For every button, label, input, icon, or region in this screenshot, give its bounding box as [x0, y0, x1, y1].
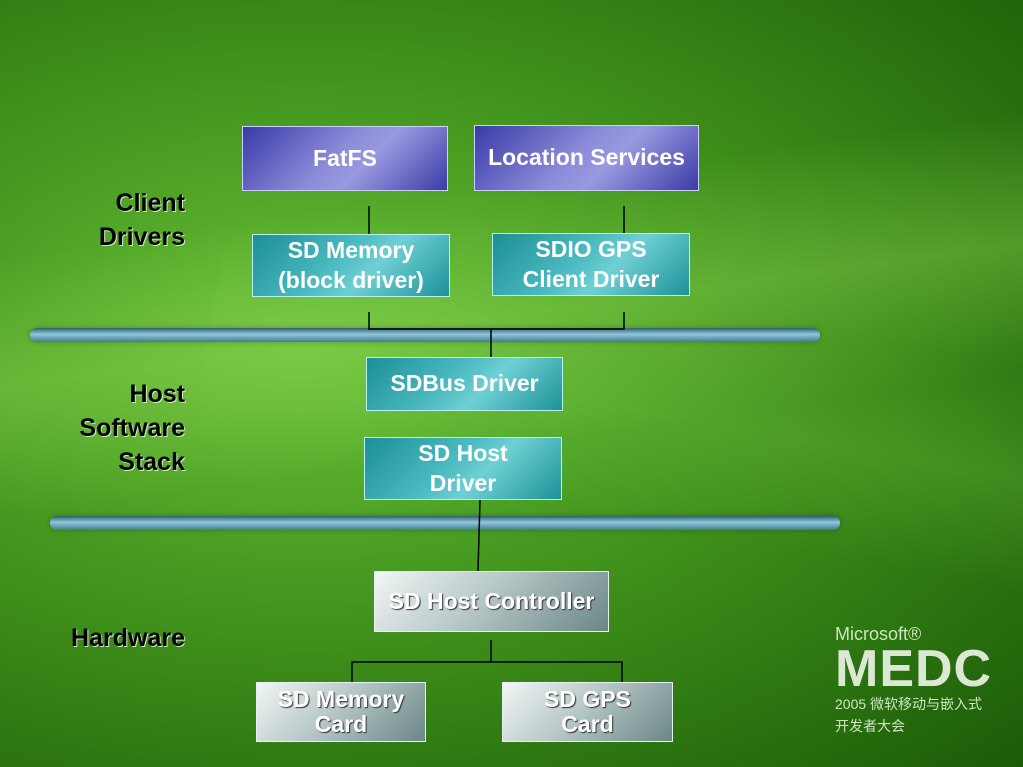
- host-label-line1: Host: [129, 380, 185, 408]
- sd-memory-driver-line2: (block driver): [278, 266, 424, 293]
- host-software-stack-label: Host Software Stack: [79, 377, 185, 479]
- sd-host-controller-box: SD Host Controller: [374, 571, 609, 632]
- sdio-gps-client-driver-box: SDIO GPS Client Driver: [492, 233, 690, 296]
- sdbus-driver-box-text: SDBus Driver: [390, 370, 539, 397]
- sdbus-driver-box: SDBus Driver: [366, 357, 563, 411]
- sd-memory-card-box: SD Memory Card: [256, 682, 426, 742]
- sd-gps-card-line1: SD GPS: [544, 685, 631, 712]
- logo-brand: Microsoft®: [835, 624, 922, 644]
- client-label-line1: Client: [115, 189, 185, 217]
- sdio-gps-line2: Client Driver: [522, 265, 660, 292]
- hardware-label-text: Hardware: [71, 624, 185, 652]
- sd-host-driver-line1: SD Host: [418, 439, 508, 466]
- location-services-box-text: Location Services: [488, 144, 685, 171]
- layer-separator-lower: [50, 516, 840, 530]
- host-label-line2: Software: [79, 414, 185, 442]
- client-label-line2: Drivers: [98, 223, 185, 251]
- sd-memory-card-line1: SD Memory: [277, 685, 405, 712]
- layer-separator-upper: [30, 328, 820, 342]
- sd-memory-driver-line1: SD Memory: [287, 236, 415, 263]
- sdio-gps-line1: SDIO GPS: [535, 235, 647, 262]
- sd-host-driver-line2: Driver: [429, 469, 497, 496]
- fatfs-box: FatFS: [242, 126, 448, 191]
- sd-gps-card-line2: Card: [561, 711, 614, 737]
- sd-memory-block-driver-box: SD Memory (block driver): [252, 234, 450, 297]
- logo-line1: 2005 微软移动与嵌入式: [835, 696, 983, 712]
- fatfs-box-text: FatFS: [313, 144, 377, 171]
- hardware-label: Hardware: [71, 621, 185, 655]
- microsoft-medc-logo: Microsoft® MEDC 2005 微软移动与嵌入式 开发者大会: [835, 624, 992, 737]
- logo-name: MEDC: [835, 640, 993, 698]
- sd-gps-card-box: SD GPS Card: [502, 682, 673, 742]
- sd-memory-card-line2: Card: [314, 711, 368, 737]
- sd-host-driver-box: SD Host Driver: [364, 437, 562, 500]
- sd-host-controller-box-text: SD Host Controller: [388, 587, 595, 614]
- client-drivers-label: Client Drivers: [99, 186, 185, 254]
- location-services-box: Location Services: [474, 125, 699, 191]
- host-label-line3: Stack: [118, 448, 185, 476]
- logo-line2: 开发者大会: [835, 718, 905, 734]
